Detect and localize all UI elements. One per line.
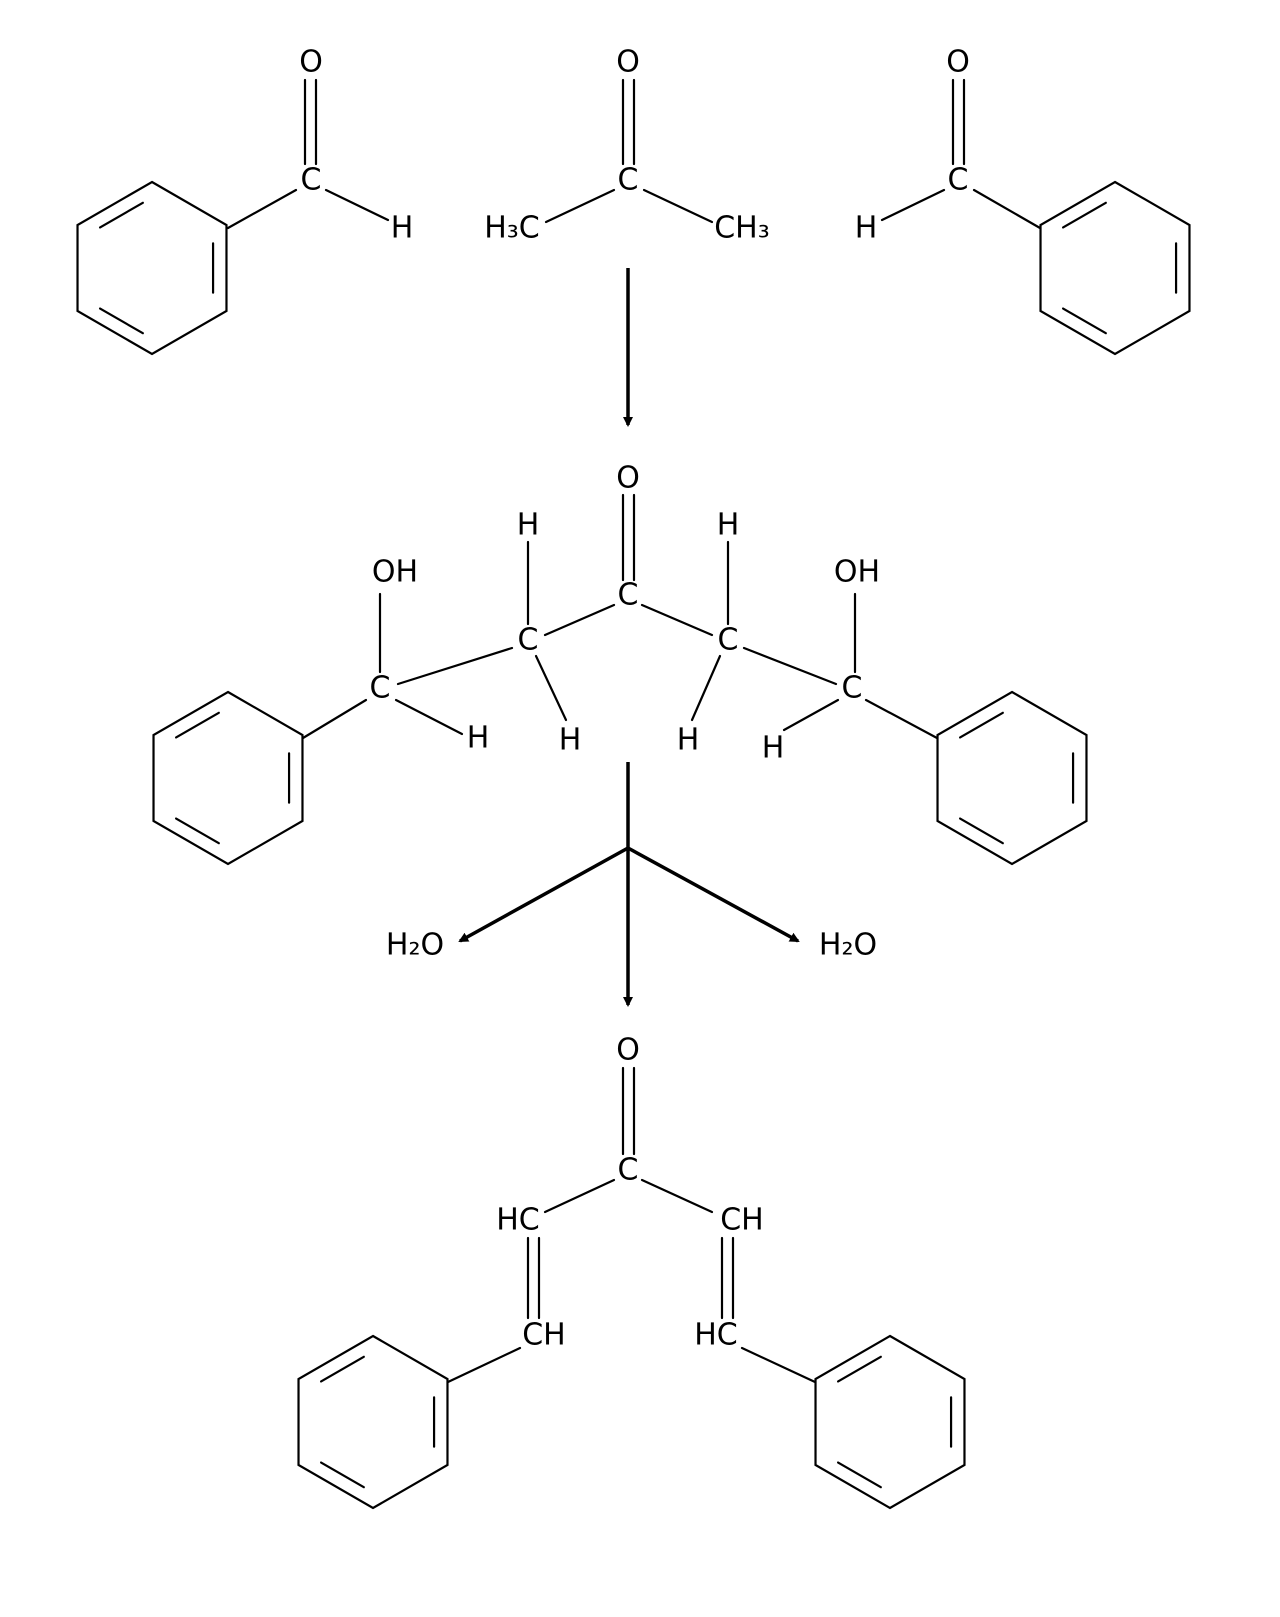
bond [782, 698, 840, 732]
benzene-rings [76, 180, 1191, 1510]
ring-double-bond [174, 817, 220, 845]
ring-double-bond [958, 711, 1004, 739]
ring-double-bond [836, 1355, 882, 1383]
branch-arrow-right [627, 846, 800, 943]
dehydration-arrows: H₂O H₂O [386, 762, 877, 1007]
ring-double-bond [958, 817, 1004, 845]
atom-label: H₃C [484, 211, 540, 246]
ring-double-bond [836, 1461, 882, 1489]
atom-label: H [391, 211, 414, 246]
atom-label: O [946, 45, 970, 80]
bond [640, 1178, 714, 1214]
atom-label: C [301, 163, 322, 198]
bond [544, 188, 616, 224]
atom-label: H [559, 723, 582, 758]
benzene-ring [297, 1334, 449, 1510]
bond [740, 1346, 817, 1384]
benzene-ring [936, 690, 1088, 866]
atom-label: O [616, 461, 640, 496]
bond [543, 1178, 616, 1214]
atom-label: H [467, 721, 490, 756]
bond [742, 646, 838, 686]
bond [543, 603, 616, 637]
atom-label: O [616, 45, 640, 80]
benzene-ring [1039, 180, 1191, 356]
atom-label: H [855, 211, 878, 246]
aldol-intermediate: O C C H H C H H C OH H C OH H [301, 461, 939, 766]
atom-label: CH₃ [714, 211, 770, 246]
bond [642, 188, 714, 224]
bond [972, 188, 1042, 230]
bond [690, 654, 722, 722]
atom-label: H [517, 508, 540, 543]
bond [324, 188, 390, 222]
benzaldehyde-right: O C H [855, 45, 1042, 246]
dibenzalacetone: O C HC CH CH HC [446, 1033, 817, 1384]
ring-double-bond [1061, 307, 1107, 335]
water-label: H₂O [386, 928, 444, 963]
bond [446, 1346, 522, 1384]
atom-label: C [718, 623, 739, 658]
atom-label: HC [694, 1318, 738, 1353]
bond [301, 698, 368, 740]
bond [226, 188, 298, 230]
branch-arrow-left [458, 846, 629, 943]
atom-label: C [948, 163, 969, 198]
atom-label: C [518, 623, 539, 658]
bond [396, 646, 514, 686]
acetone: O C H₃C CH₃ [484, 45, 770, 246]
benzene-ring [814, 1334, 966, 1510]
atom-label: HC [496, 1203, 540, 1238]
atom-label: CH [720, 1203, 764, 1238]
ring-double-bond [1061, 201, 1107, 229]
ring-double-bond [98, 307, 144, 335]
atom-label: O [299, 45, 323, 80]
bond [880, 188, 946, 222]
ring-double-bond [98, 201, 144, 229]
water-label: H₂O [819, 928, 877, 963]
bond [864, 698, 939, 740]
atom-label: OH [372, 555, 418, 590]
benzaldehyde-left: O C H [226, 45, 414, 246]
atom-label: CH [522, 1318, 566, 1353]
atom-label: C [618, 578, 639, 613]
atom-label: C [842, 671, 863, 706]
bond [534, 654, 568, 722]
benzene-ring [152, 690, 304, 866]
ring-double-bond [319, 1355, 365, 1383]
bond [640, 603, 714, 637]
ring-double-bond [174, 711, 220, 739]
atom-label: C [370, 671, 391, 706]
ring-double-bond [319, 1461, 365, 1489]
atom-label: OH [834, 555, 880, 590]
atom-label: O [616, 1033, 640, 1068]
atom-label: H [717, 508, 740, 543]
atom-label: H [762, 731, 785, 766]
atom-label: C [618, 1153, 639, 1188]
atom-label: C [618, 163, 639, 198]
bond [394, 698, 464, 736]
benzene-ring [76, 180, 228, 356]
atom-label: H [677, 723, 700, 758]
